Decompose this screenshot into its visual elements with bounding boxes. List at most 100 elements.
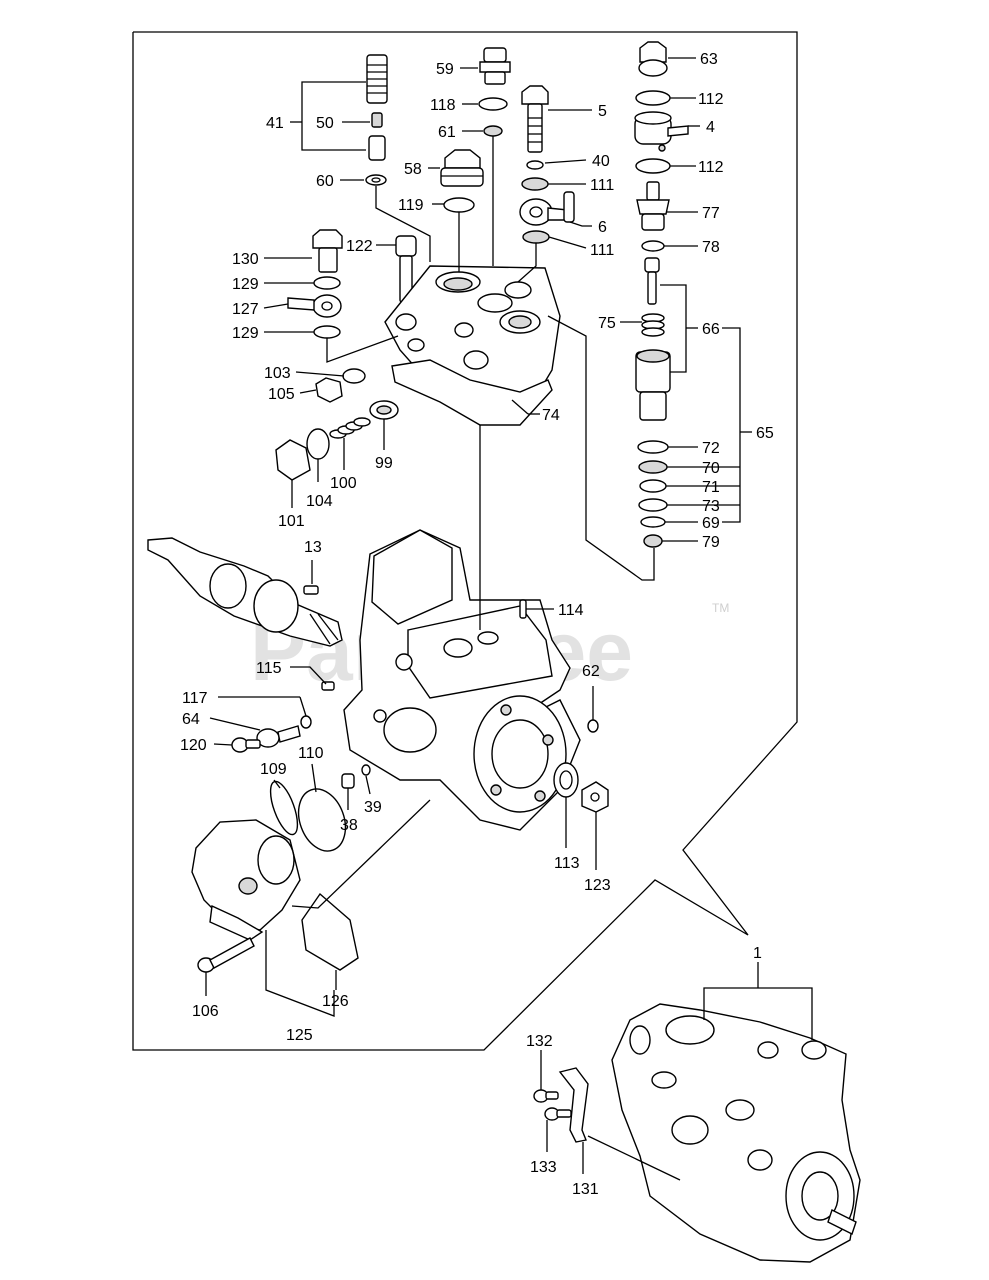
callout-labels: 41 50 60 59 118 61 58 119 5 40 111 6 111… [180, 51, 774, 1198]
callout-113: 113 [554, 855, 580, 872]
part-50-spring [371, 112, 383, 128]
part-1-pump-assembly [611, 1003, 861, 1263]
part-109-oring [269, 780, 299, 836]
part-120-bolt [231, 737, 261, 753]
callout-110: 110 [298, 745, 324, 762]
part-110-oring [297, 788, 347, 852]
callout-120: 120 [180, 737, 207, 754]
part-4-sleeve [634, 111, 689, 152]
part-78-oring [641, 240, 665, 252]
callout-75: 75 [598, 315, 616, 332]
part-111-washer-lower [522, 230, 550, 244]
callout-13: 13 [304, 539, 322, 556]
callout-125: 125 [286, 1027, 313, 1044]
part-123-nut [581, 781, 609, 813]
part-13-key [303, 585, 319, 595]
callout-6: 6 [598, 219, 607, 236]
callout-62: 62 [582, 663, 600, 680]
callout-69: 69 [702, 515, 720, 532]
part-58-holder [440, 149, 484, 187]
exploded-view-frame [132, 31, 798, 1051]
part-70-ring [638, 460, 668, 474]
watermark-trademark: TM [712, 601, 729, 615]
part-125-governor [191, 819, 301, 941]
callout-58: 58 [404, 161, 422, 178]
callout-130: 130 [232, 251, 259, 268]
callout-115: 115 [256, 660, 282, 677]
callout-40: 40 [592, 153, 610, 170]
part-75-spring [641, 313, 665, 337]
part-99-bush [369, 400, 399, 420]
callout-74: 74 [542, 407, 560, 424]
callout-109: 109 [260, 761, 287, 778]
callout-118: 118 [430, 97, 456, 114]
part-6-banjo-fitting [519, 191, 575, 226]
callout-112-lower: 112 [698, 159, 724, 176]
callout-41: 41 [266, 115, 284, 132]
callout-4: 4 [706, 119, 715, 136]
callout-114: 114 [558, 602, 584, 619]
callout-71: 71 [702, 479, 720, 496]
callout-119: 119 [398, 197, 424, 214]
part-63-cap [638, 41, 668, 77]
part-118-oring [478, 97, 508, 111]
callout-101: 101 [278, 513, 305, 530]
part-73-oring [638, 498, 668, 512]
part-112-ring-lower [635, 158, 671, 174]
callout-78: 78 [702, 239, 720, 256]
part-113-seal [553, 762, 579, 798]
callout-122: 122 [346, 238, 373, 255]
callout-129-upper: 129 [232, 276, 259, 293]
part-129-washer-upper [313, 276, 341, 290]
part-105-plug [315, 377, 343, 403]
part-129-washer-lower [313, 325, 341, 339]
part-104-washer [306, 428, 330, 460]
callout-104: 104 [306, 493, 333, 510]
part-111-washer-upper [521, 177, 549, 191]
callout-132: 132 [526, 1033, 553, 1050]
part-117-oring [300, 715, 312, 729]
part-60-washer [365, 174, 387, 186]
part-115-key [321, 681, 335, 691]
part-100-spring [329, 417, 371, 439]
callout-111-upper: 111 [590, 177, 614, 194]
callout-64: 64 [182, 711, 200, 728]
part-119-oring [443, 197, 475, 213]
part-112-ring-upper [635, 90, 671, 106]
part-126-gasket [301, 892, 359, 971]
callout-129-lower: 129 [232, 325, 259, 342]
callout-131: 131 [572, 1181, 599, 1198]
part-103-gasket [342, 368, 366, 384]
callout-50: 50 [316, 115, 334, 132]
callout-61: 61 [438, 124, 456, 141]
pump-body [343, 529, 581, 831]
callout-63: 63 [700, 51, 718, 68]
part-74-gasket [391, 359, 553, 426]
callout-65: 65 [756, 425, 774, 442]
callout-100: 100 [330, 475, 357, 492]
part-66-plunger [644, 257, 660, 305]
callout-70: 70 [702, 460, 720, 477]
part-39-oring [361, 764, 371, 776]
part-38-fitting [341, 773, 355, 789]
callout-133: 133 [530, 1159, 557, 1176]
part-72-oring [637, 440, 669, 454]
part-106-bolt [197, 937, 255, 973]
part-77-valve [636, 181, 670, 231]
part-5-bolt [521, 85, 549, 153]
part-59-plug [479, 47, 511, 85]
callout-112-upper: 112 [698, 91, 724, 108]
part-130-bolt [312, 229, 343, 273]
callout-73: 73 [702, 498, 720, 515]
callout-99: 99 [375, 455, 393, 472]
part-133-bolt [544, 1107, 572, 1121]
part-69-oring [640, 516, 666, 528]
part-127-banjo [287, 294, 342, 318]
part-40-oring [526, 160, 544, 170]
callout-39: 39 [364, 799, 382, 816]
callout-59: 59 [436, 61, 454, 78]
part-41-holder [366, 54, 388, 161]
callout-105: 105 [268, 386, 295, 403]
part-101-plug [275, 439, 311, 481]
